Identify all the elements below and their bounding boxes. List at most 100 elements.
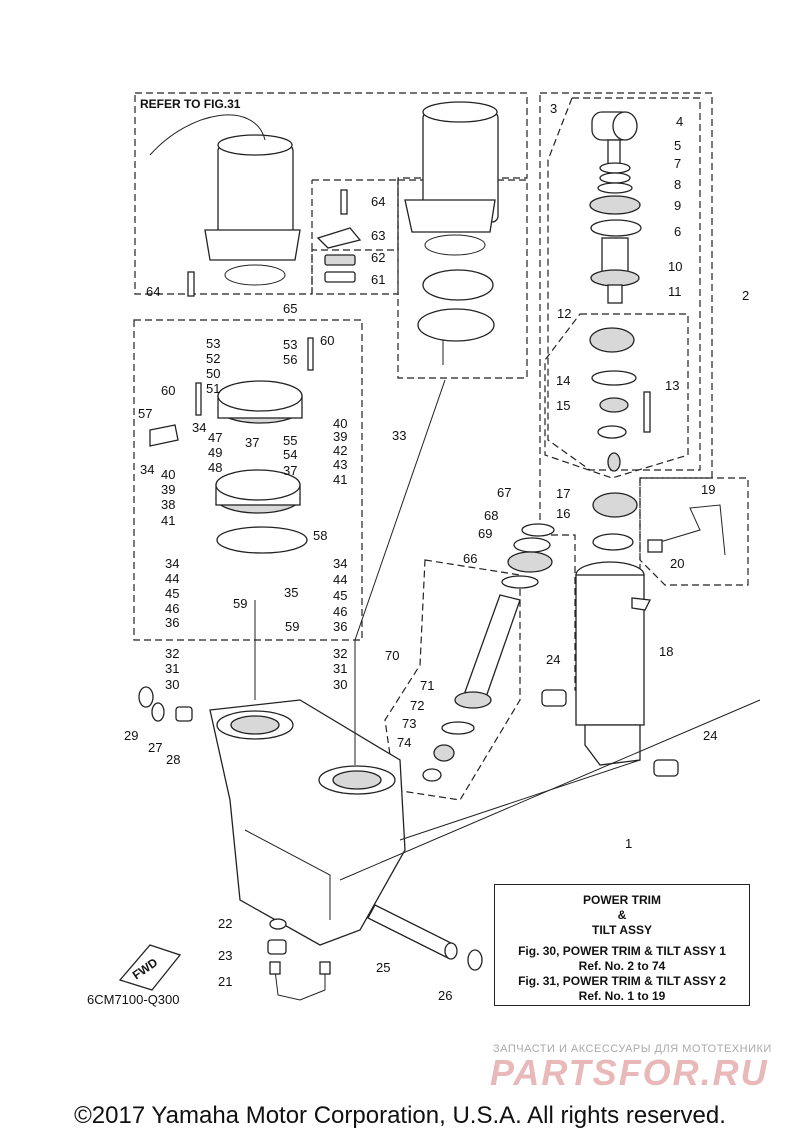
clip-26 xyxy=(467,949,483,971)
callout: 32 xyxy=(165,646,179,661)
bushing-24-right xyxy=(653,759,679,777)
ring-67 xyxy=(521,523,555,537)
trim-cylinder-66 xyxy=(464,594,521,701)
ring-72 xyxy=(441,721,475,735)
bolt-64-left xyxy=(187,271,195,297)
callout: 29 xyxy=(124,728,138,743)
plug-23 xyxy=(267,939,287,955)
callout: 54 xyxy=(283,447,297,462)
callout: 15 xyxy=(556,398,570,413)
tilt-pin-25 xyxy=(367,904,458,960)
callout: 14 xyxy=(556,373,570,388)
callout: 3 xyxy=(550,101,557,116)
callout: 22 xyxy=(218,916,232,931)
legend-fig30: Fig. 30, POWER TRIM & TILT ASSY 1 xyxy=(518,944,726,958)
callout: 72 xyxy=(410,698,424,713)
callout: 24 xyxy=(546,652,560,667)
nut-12c xyxy=(607,452,621,472)
callout: 46 xyxy=(333,604,347,619)
callout: 20 xyxy=(670,556,684,571)
main-housing xyxy=(209,699,406,946)
callout: 17 xyxy=(556,486,570,501)
callout: 66 xyxy=(463,551,477,566)
callout: 34 xyxy=(165,556,179,571)
callout: 34 xyxy=(140,462,154,477)
callout: 30 xyxy=(165,677,179,692)
tilt-cylinder-18 xyxy=(575,561,651,766)
callout: 45 xyxy=(333,588,347,603)
legend-fig31-ref: Ref. No. 1 to 19 xyxy=(578,989,666,1003)
callout: 49 xyxy=(208,445,222,460)
callout: 9 xyxy=(674,198,681,213)
callout: 63 xyxy=(371,228,385,243)
rod-60-left xyxy=(195,382,202,416)
callout: 23 xyxy=(218,948,232,963)
clip-74 xyxy=(422,768,442,782)
callout: 65 xyxy=(283,301,297,316)
oring-6 xyxy=(590,219,642,237)
callout: 26 xyxy=(438,988,452,1003)
callout: 41 xyxy=(161,513,175,528)
callout: 51 xyxy=(206,381,220,396)
callout: 34 xyxy=(192,420,206,435)
callout: 32 xyxy=(333,646,347,661)
bushing-24-left xyxy=(541,689,567,707)
callout: 48 xyxy=(208,460,222,475)
callout: 5 xyxy=(674,138,681,153)
callout: 31 xyxy=(165,661,179,676)
rod-end xyxy=(607,284,623,304)
callout: 35 xyxy=(284,585,298,600)
filter-61 xyxy=(324,271,356,283)
oring-27 xyxy=(151,702,165,722)
callout: 28 xyxy=(166,752,180,767)
callout: 24 xyxy=(703,728,717,743)
callout: 33 xyxy=(392,428,406,443)
callout: 13 xyxy=(665,378,679,393)
callout: 71 xyxy=(420,678,434,693)
callout: 8 xyxy=(674,177,681,192)
seal-73 xyxy=(433,744,455,762)
watermark-tagline: ЗАПЧАСТИ И АКСЕССУАРЫ ДЛЯ МОТОТЕХНИКИ xyxy=(493,1043,772,1055)
clip-29 xyxy=(138,686,154,708)
callout: 53 xyxy=(283,337,297,352)
callout: 50 xyxy=(206,366,220,381)
screen-disc-upper xyxy=(422,269,494,301)
callout: 59 xyxy=(285,619,299,634)
callout: 60 xyxy=(320,333,334,348)
callout: 37 xyxy=(245,435,259,450)
callout: 39 xyxy=(333,429,347,444)
plate-57 xyxy=(149,424,179,447)
callout: 45 xyxy=(165,586,179,601)
callout: 11 xyxy=(668,284,682,299)
callout: 16 xyxy=(556,506,570,521)
callout: 69 xyxy=(478,526,492,541)
fwd-arrow-icon: FWD xyxy=(118,944,182,991)
ring-66 xyxy=(501,575,539,589)
hose-19 xyxy=(649,504,726,556)
callout: 64 xyxy=(146,284,160,299)
ref-3-box xyxy=(547,97,701,471)
callout: 58 xyxy=(313,528,327,543)
trim-motor-left xyxy=(149,114,301,286)
callout: 44 xyxy=(165,571,179,586)
seal-7 xyxy=(599,172,631,184)
ring-15 xyxy=(599,397,629,413)
bolt-64-top xyxy=(340,189,348,215)
callout: 2 xyxy=(742,288,749,303)
callout: 18 xyxy=(659,644,673,659)
piston-71 xyxy=(454,691,492,709)
callout: 52 xyxy=(206,351,220,366)
piston-12 xyxy=(589,327,635,353)
legend-box: POWER TRIM & TILT ASSY Fig. 30, POWER TR… xyxy=(494,884,750,1006)
callout: 55 xyxy=(283,433,297,448)
piston-11 xyxy=(590,269,640,287)
plug-22 xyxy=(269,918,287,930)
gland-17 xyxy=(592,492,638,518)
callout: 46 xyxy=(165,601,179,616)
callout: 67 xyxy=(497,485,511,500)
callout: 34 xyxy=(333,556,347,571)
ring-68 xyxy=(513,537,551,553)
callout: 19 xyxy=(701,482,715,497)
callout: 44 xyxy=(333,572,347,587)
